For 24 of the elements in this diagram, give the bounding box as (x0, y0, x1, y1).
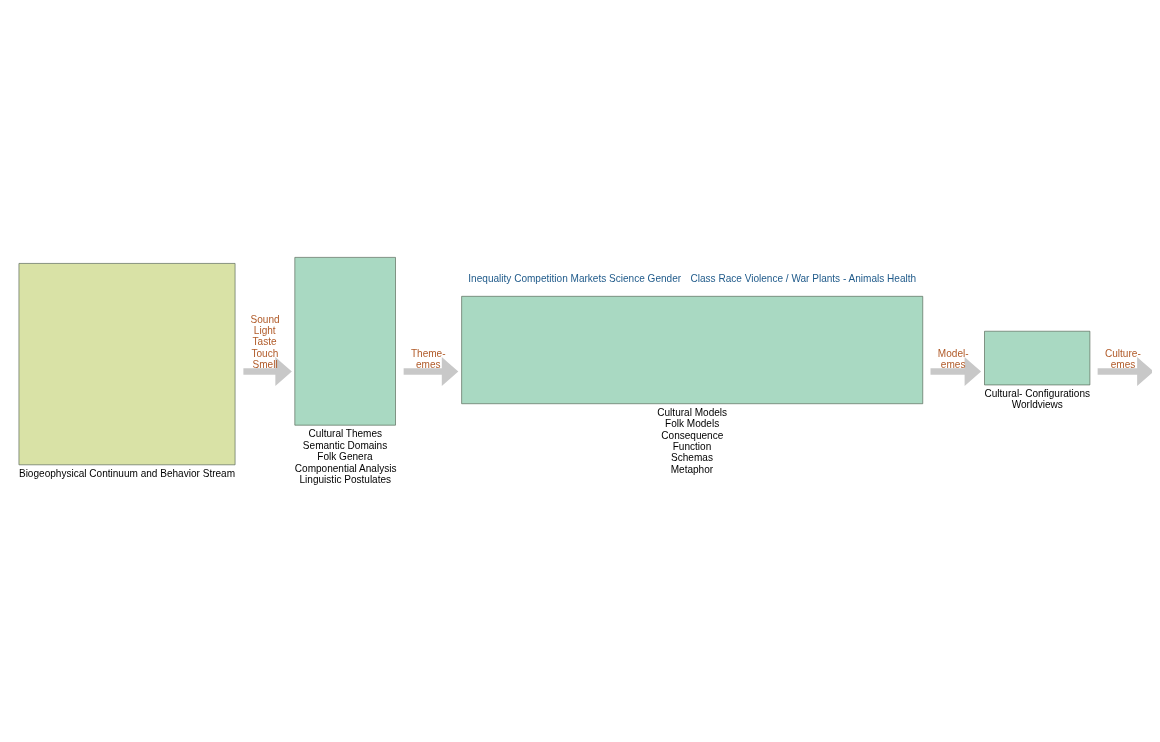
node-label: Schemas (671, 451, 713, 463)
node-label: Linguistic Postulates (299, 473, 392, 485)
node-label: Worldviews (1011, 398, 1063, 410)
node-label: Cultural Models (657, 406, 728, 418)
node-label: Cultural- Configurations (984, 387, 1091, 399)
node-label: Metaphor (670, 463, 714, 475)
node-label: Componential Analysis (294, 462, 397, 474)
arrow (1097, 356, 1152, 386)
node-label: Class Race Violence / War Plants - Animals Health (690, 272, 917, 284)
node-label: Biogeophysical Continuum and Behavior Stream (18, 467, 236, 479)
node-label: Cultural Themes (308, 427, 383, 439)
node-label: Folk Genera (317, 450, 373, 462)
edge-label: Theme- emes (410, 347, 446, 370)
node-label: Consequence (661, 429, 724, 441)
arrow (403, 356, 459, 386)
arrow (930, 356, 982, 386)
arrow (243, 356, 292, 386)
edge-label: Sound Light Taste Touch Smell (250, 313, 280, 370)
node-label: Semantic Domains (302, 439, 388, 451)
node-label: Inequality Competition Markets Science Gender (468, 272, 682, 284)
edge-label: Culture- emes (1105, 347, 1141, 370)
node-label: Folk Models (665, 417, 720, 429)
edge-label: Model- emes (937, 347, 969, 370)
node-label: Function (672, 440, 712, 452)
